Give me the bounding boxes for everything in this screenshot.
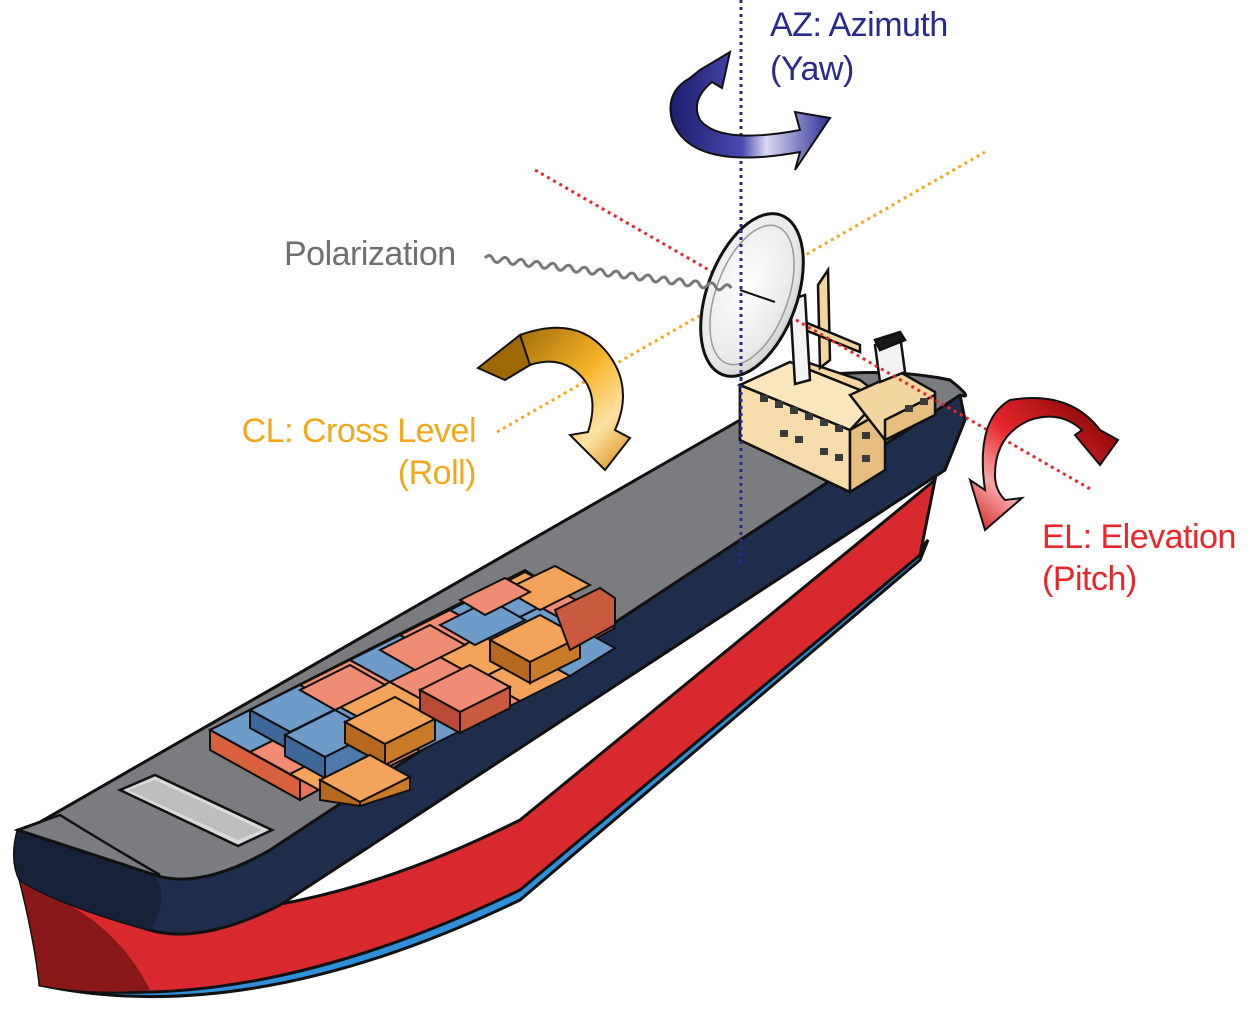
- elevation-label-line2: (Pitch): [1042, 560, 1137, 598]
- yaw-rotation-arrow: [669, 49, 832, 171]
- container-stack: [207, 564, 617, 808]
- container-ship-icon: [13, 266, 968, 999]
- azimuth-label-line1: AZ: Azimuth: [770, 6, 948, 44]
- cross-level-label: CL: Cross Level (Roll): [242, 412, 477, 492]
- elevation-axis-line: [534, 168, 1093, 492]
- azimuth-label: AZ: Azimuth (Yaw): [770, 6, 948, 88]
- pitch-rotation-arrow: [968, 397, 1120, 532]
- satellite-dish-icon: [699, 212, 805, 380]
- polarization-label: Polarization: [284, 235, 456, 273]
- cross-level-label-line1: CL: Cross Level: [242, 412, 476, 450]
- polarization-wave: [483, 254, 733, 292]
- cross-level-label-line2: (Roll): [398, 454, 476, 492]
- elevation-label-line1: EL: Elevation: [1042, 518, 1236, 556]
- roll-rotation-arrow: [476, 326, 632, 472]
- azimuth-label-line2: (Yaw): [770, 50, 854, 88]
- elevation-label: EL: Elevation (Pitch): [1042, 518, 1236, 598]
